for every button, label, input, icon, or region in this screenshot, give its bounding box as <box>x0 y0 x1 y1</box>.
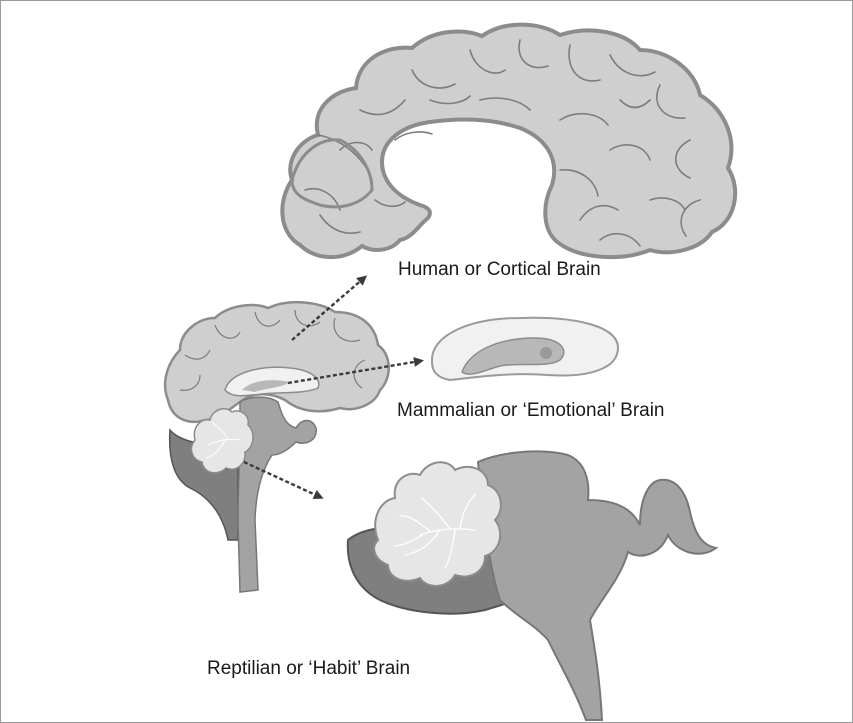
cerebellum-shape <box>374 462 501 586</box>
cortical-brain-illustration <box>282 25 735 258</box>
label-mammalian-brain: Mammalian or ‘Emotional’ Brain <box>397 401 665 420</box>
cortex-shape <box>282 25 735 258</box>
mammalian-brain-illustration <box>432 318 618 380</box>
limbic-nucleus <box>540 347 552 359</box>
label-reptilian-brain: Reptilian or ‘Habit’ Brain <box>207 659 410 678</box>
reptilian-brain-illustration <box>348 451 716 720</box>
brainstem-shape <box>478 451 716 720</box>
label-cortical-brain: Human or Cortical Brain <box>398 260 601 279</box>
